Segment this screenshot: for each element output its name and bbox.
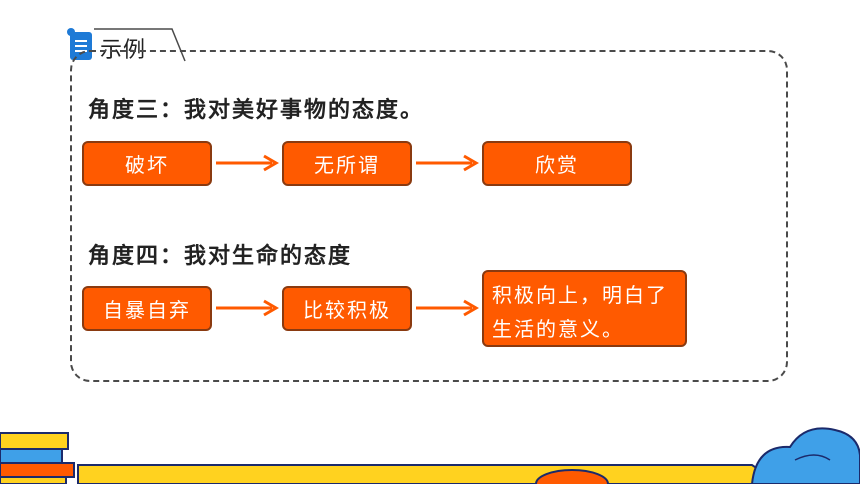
arrow-icon <box>216 154 279 172</box>
arrow-icon <box>216 299 279 317</box>
section3-heading: 角度三：我对美好事物的态度。 <box>88 98 425 123</box>
arrow-icon <box>416 154 479 172</box>
arrow-icon <box>416 299 479 317</box>
section3-step-1: 破坏 <box>82 141 212 186</box>
section4-step-3: 积极向上，明白了生活的意义。 <box>482 270 687 347</box>
decorative-footer <box>0 427 860 484</box>
section4-step-1: 自暴自弃 <box>82 286 212 331</box>
section4-step-2: 比较积极 <box>282 286 412 331</box>
section4-heading: 角度四：我对生命的态度 <box>88 244 353 269</box>
content-frame <box>70 50 788 382</box>
section3-step-3: 欣赏 <box>482 141 632 186</box>
section3-step-2: 无所谓 <box>282 141 412 186</box>
